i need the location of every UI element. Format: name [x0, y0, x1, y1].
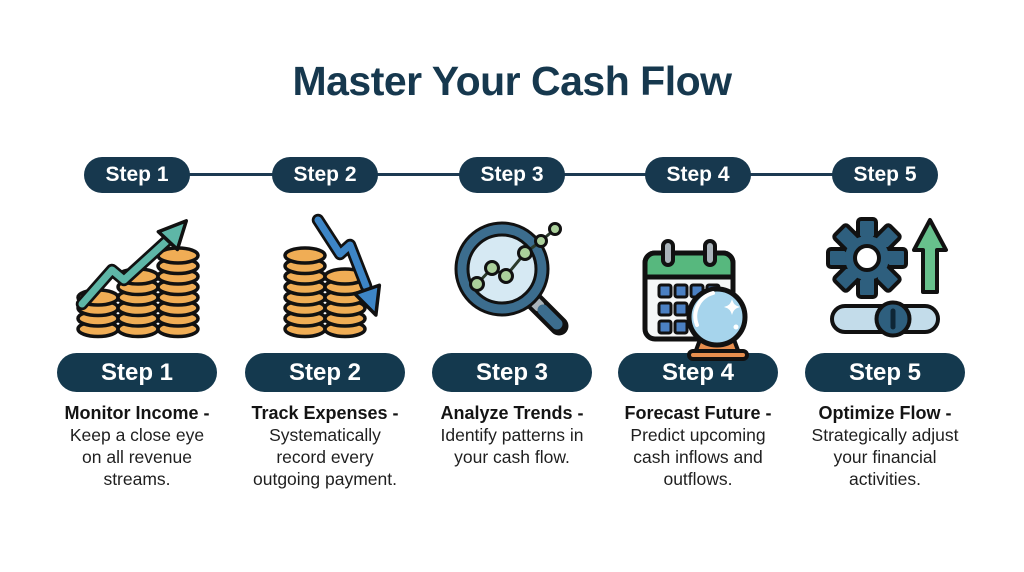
step-1-heading: Monitor Income - — [64, 403, 210, 423]
step-1-text: Keep a close eye on all revenue streams. — [69, 425, 205, 489]
step-1-description: Monitor Income - Keep a close eye on all… — [43, 402, 231, 490]
step-5-top-badge: Step 5 — [832, 157, 938, 193]
step-5-description: Optimize Flow - Strategically adjust you… — [791, 402, 979, 490]
page-title: Master Your Cash Flow — [292, 58, 732, 104]
step-column-5: Step 5 — [791, 0, 979, 490]
forecast-calendar-crystal-ball-icon — [633, 231, 763, 361]
step-5-bottom-badge: Step 5 — [805, 353, 965, 392]
step-4-description: Forecast Future - Predict upcoming cash … — [604, 402, 792, 490]
step-1-bottom-badge: Step 1 — [57, 353, 217, 392]
rising-coins-icon — [72, 212, 202, 342]
step-2-text: Systematically record every outgoing pay… — [253, 425, 397, 489]
step-3-text: Identify patterns in your cash flow. — [440, 425, 584, 467]
step-5-text: Strategically adjust your financial acti… — [811, 425, 959, 489]
step-column-4: Step 4 Step 4 Forecast Future - Predict … — [604, 0, 792, 490]
step-3-top-badge: Step 3 — [459, 157, 565, 193]
step-5-heading: Optimize Flow - — [818, 403, 952, 423]
step-3-bottom-badge: Step 3 — [432, 353, 592, 392]
step-column-2: Step 2 Step 2 Track Expense — [231, 0, 419, 490]
step-2-bottom-badge: Step 2 — [245, 353, 405, 392]
optimize-gear-slider-icon — [820, 212, 950, 342]
step-4-top-badge: Step 4 — [645, 157, 751, 193]
trend-magnifier-icon — [447, 212, 577, 342]
step-1-top-badge: Step 1 — [84, 157, 190, 193]
step-4-heading: Forecast Future - — [624, 403, 772, 423]
step-column-1: Step 1 Step 1 — [43, 0, 231, 490]
step-2-heading: Track Expenses - — [251, 403, 399, 423]
declining-coins-icon — [260, 212, 390, 342]
step-column-3: Step 3 — [418, 0, 606, 468]
step-3-description: Analyze Trends - Identify patterns in yo… — [418, 402, 606, 468]
step-2-top-badge: Step 2 — [272, 157, 378, 193]
step-4-text: Predict upcoming cash inflows and outflo… — [630, 425, 766, 489]
step-2-description: Track Expenses - Systematically record e… — [231, 402, 419, 490]
step-3-heading: Analyze Trends - — [440, 403, 584, 423]
